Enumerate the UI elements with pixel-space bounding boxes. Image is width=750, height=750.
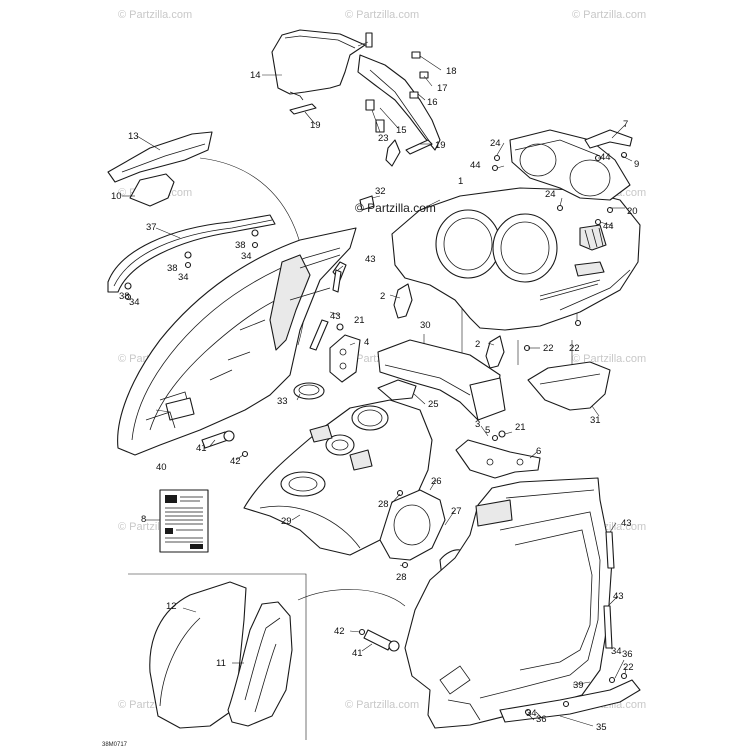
part-1-front-console bbox=[391, 187, 641, 331]
callout-37: 37 bbox=[146, 222, 157, 233]
callout-36: 36 bbox=[536, 714, 547, 725]
part-37-rail bbox=[107, 214, 276, 301]
drawing-id: 38M0717 bbox=[102, 742, 128, 748]
callout-33: 33 bbox=[277, 396, 288, 407]
callout-31: 31 bbox=[590, 415, 601, 426]
part-26-storage-tub bbox=[379, 489, 446, 569]
callout-26: 26 bbox=[431, 476, 442, 487]
callout-25: 25 bbox=[428, 399, 439, 410]
center-watermark: © Partzilla.com bbox=[355, 201, 436, 215]
inset-detail-box bbox=[128, 573, 307, 740]
callout-43: 43 bbox=[330, 311, 341, 322]
callout-32: 32 bbox=[375, 186, 386, 197]
callout-24: 24 bbox=[490, 138, 501, 149]
callout-22: 22 bbox=[543, 343, 554, 354]
callout-19: 19 bbox=[310, 120, 321, 131]
callout-34: 34 bbox=[611, 646, 622, 657]
part-21-screw bbox=[336, 323, 506, 438]
callout-40: 40 bbox=[156, 462, 167, 473]
callout-20: 20 bbox=[627, 206, 638, 217]
callout-2: 2 bbox=[380, 291, 385, 302]
watermark-text: © Partzilla.com bbox=[572, 9, 646, 21]
callout-15: 15 bbox=[396, 125, 407, 136]
part-35-bumper bbox=[499, 672, 641, 723]
callout-34: 34 bbox=[178, 272, 189, 283]
callout-29: 29 bbox=[281, 516, 292, 527]
part-8-warning-label bbox=[159, 489, 209, 553]
callout-42: 42 bbox=[230, 456, 241, 467]
callout-19: 19 bbox=[435, 140, 446, 151]
callout-44: 44 bbox=[603, 221, 614, 232]
part-30-tray bbox=[377, 339, 506, 421]
part-7-cap bbox=[584, 129, 633, 149]
callout-21: 21 bbox=[515, 422, 526, 433]
callout-22: 22 bbox=[623, 662, 634, 673]
callout-18: 18 bbox=[446, 66, 457, 77]
part-32-clip bbox=[359, 195, 375, 211]
callout-27: 27 bbox=[451, 506, 462, 517]
callout-44: 44 bbox=[470, 160, 481, 171]
callout-7: 7 bbox=[623, 119, 628, 130]
callout-4: 4 bbox=[364, 337, 369, 348]
callout-14: 14 bbox=[250, 70, 261, 81]
callout-16: 16 bbox=[427, 97, 438, 108]
part-3-6-bracket bbox=[455, 434, 541, 479]
callout-28: 28 bbox=[396, 572, 407, 583]
callout-12: 12 bbox=[166, 601, 177, 612]
callout-44: 44 bbox=[600, 152, 611, 163]
part-40-left-panel bbox=[117, 227, 357, 456]
callout-5: 5 bbox=[485, 425, 490, 436]
callout-41: 41 bbox=[352, 648, 363, 659]
callout-1: 1 bbox=[458, 176, 463, 187]
callout-34: 34 bbox=[526, 708, 537, 719]
part-41-plug-bottom bbox=[358, 628, 400, 652]
callout-8: 8 bbox=[141, 514, 146, 525]
callout-21: 21 bbox=[354, 315, 365, 326]
callout-10: 10 bbox=[111, 191, 122, 202]
watermark-text: © Partzilla.com bbox=[345, 699, 419, 711]
callout-2: 2 bbox=[475, 339, 480, 350]
part-10-trim bbox=[129, 173, 175, 207]
callout-17: 17 bbox=[437, 83, 448, 94]
callout-34: 34 bbox=[129, 297, 140, 308]
callout-42: 42 bbox=[334, 626, 345, 637]
part-14-upper-cover bbox=[271, 29, 441, 167]
callout-11: 11 bbox=[216, 658, 226, 669]
part-13-trim bbox=[107, 131, 213, 183]
part-29-center-console bbox=[243, 399, 433, 556]
callout-36: 36 bbox=[622, 649, 633, 660]
callout-38: 38 bbox=[119, 291, 130, 302]
callout-35: 35 bbox=[596, 722, 607, 733]
callout-28: 28 bbox=[378, 499, 389, 510]
callout-43: 43 bbox=[365, 254, 376, 265]
callout-30: 30 bbox=[420, 320, 431, 331]
part-4-bracket bbox=[329, 334, 361, 383]
part-39-right-panel bbox=[404, 477, 613, 729]
callout-41: 41 bbox=[196, 443, 207, 454]
part-41-plug-left bbox=[201, 430, 249, 458]
callout-22: 22 bbox=[569, 343, 580, 354]
watermark-text: © Partzilla.com bbox=[118, 9, 192, 21]
part-31-cover bbox=[527, 361, 611, 411]
part-33-ring bbox=[293, 382, 325, 400]
callout-3: 3 bbox=[475, 419, 480, 430]
part-25-bracket bbox=[377, 379, 417, 401]
callout-9: 9 bbox=[634, 159, 639, 170]
callout-23: 23 bbox=[378, 133, 389, 144]
callout-38: 38 bbox=[235, 240, 246, 251]
callout-34: 34 bbox=[241, 251, 252, 262]
gauge-housing bbox=[509, 129, 631, 201]
callout-43: 43 bbox=[613, 591, 624, 602]
watermark-text: © Partzilla.com bbox=[345, 9, 419, 21]
leader-lines bbox=[122, 41, 633, 727]
callout-13: 13 bbox=[128, 131, 139, 142]
callout-24: 24 bbox=[545, 189, 556, 200]
callout-39: 39 bbox=[573, 680, 584, 691]
callout-6: 6 bbox=[536, 446, 541, 457]
callout-43: 43 bbox=[621, 518, 632, 529]
callout-labels: 14 19 23 15 16 17 18 19 13 10 37 38 34 3… bbox=[102, 66, 639, 748]
callout-38: 38 bbox=[167, 263, 178, 274]
